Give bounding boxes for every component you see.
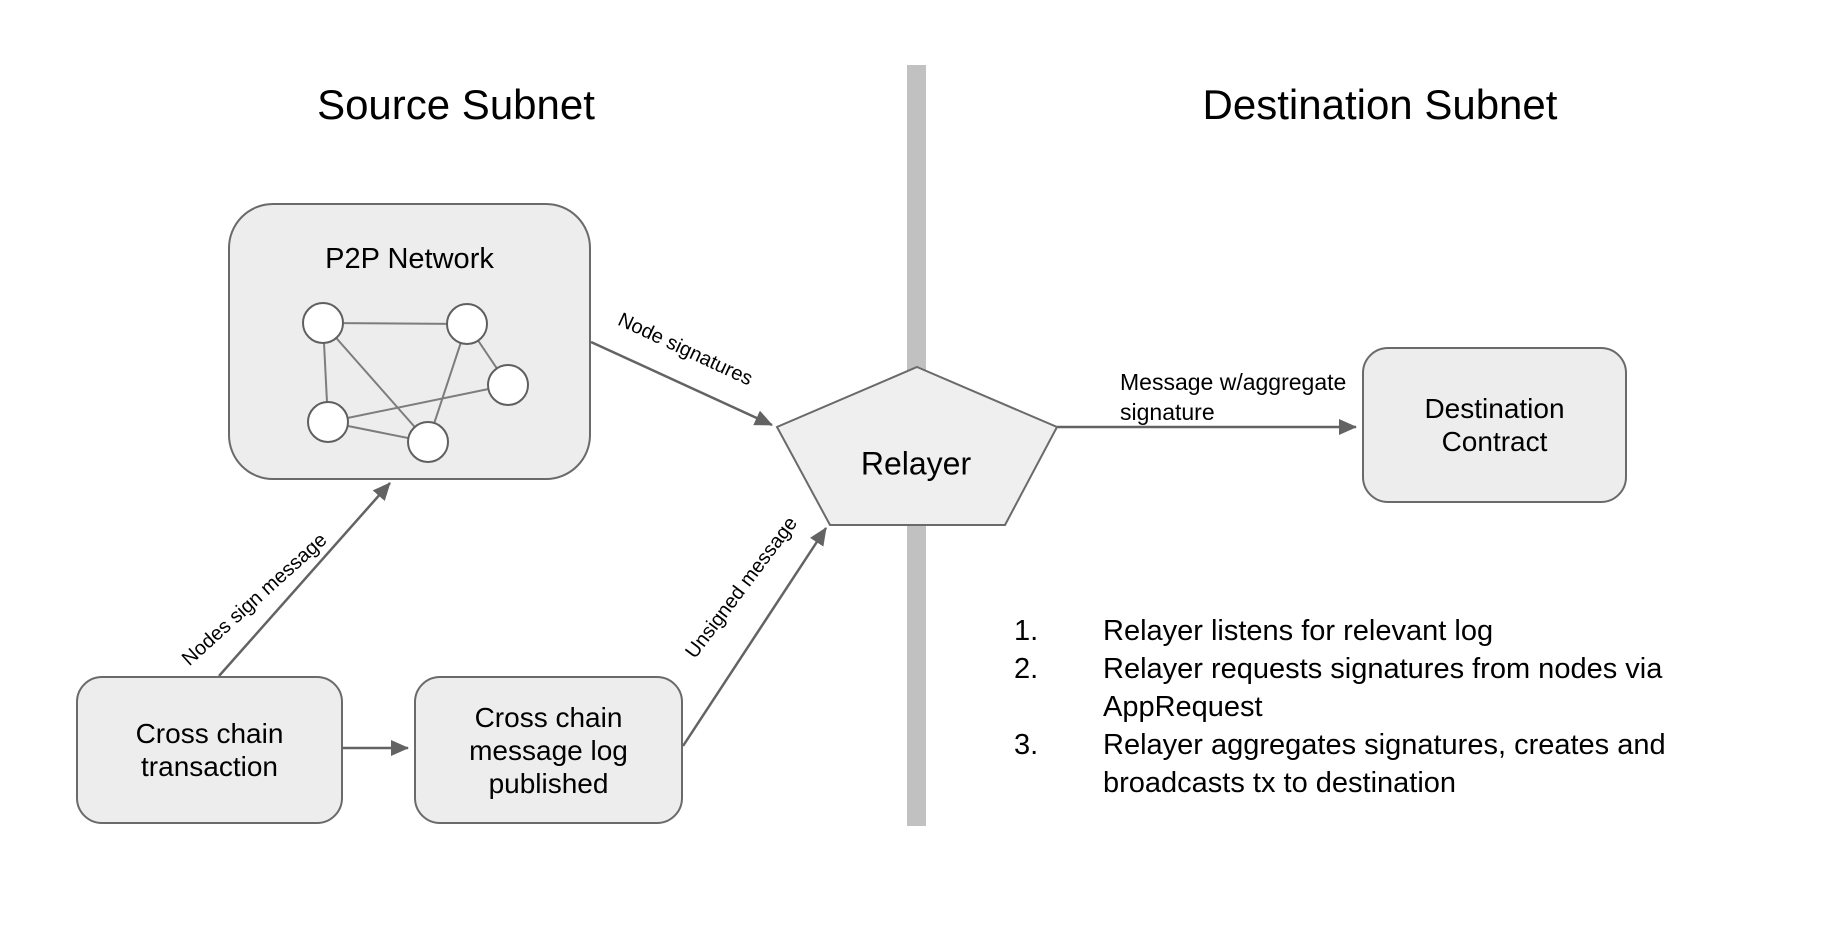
destination-contract-label-line2: Contract <box>1441 426 1548 457</box>
source-subnet-title: Source Subnet <box>317 81 595 128</box>
step-text: Relayer listens for relevant log <box>1103 615 1494 647</box>
cross-chain-transaction-label-line2: transaction <box>141 751 278 782</box>
message-log-label-line2: message log <box>469 734 628 766</box>
step-number: 3. <box>1014 729 1039 761</box>
cross-chain-transaction-box: Cross chain transaction <box>76 676 343 824</box>
destination-subnet-title: Destination Subnet <box>1202 81 1558 128</box>
relayer-steps-list: 1. Relayer listens for relevant log 2. R… <box>1014 612 1754 802</box>
step-number: 1. <box>1014 615 1039 647</box>
p2p-network-label: P2P Network <box>325 243 494 275</box>
edge-label-message-aggregate-line1: Message w/aggregate <box>1120 369 1347 395</box>
destination-contract-box: Destination Contract <box>1362 347 1627 503</box>
p2p-network-box: P2P Network <box>228 203 591 480</box>
relayer-label: Relayer <box>860 445 972 482</box>
list-item: 3. Relayer aggregates signatures, create… <box>1014 726 1754 802</box>
list-item: 2. Relayer requests signatures from node… <box>1014 650 1754 726</box>
message-log-label-line1: Cross chain <box>474 701 623 733</box>
cross-chain-transaction-label-line1: Cross chain <box>135 718 284 749</box>
destination-contract-label-line1: Destination <box>1424 393 1565 424</box>
edge-label-message-aggregate: Message w/aggregate signature <box>1120 367 1346 427</box>
arrow-transaction-to-p2p <box>218 482 391 677</box>
list-item: 1. Relayer listens for relevant log <box>1014 612 1754 650</box>
step-text: Relayer requests signatures from nodes v… <box>1103 653 1663 723</box>
edge-label-unsigned-message: Unsigned message <box>681 512 802 663</box>
edge-label-nodes-sign-message: Nodes sign message <box>177 528 332 671</box>
edge-label-node-signatures: Node signatures <box>614 308 756 391</box>
step-number: 2. <box>1014 653 1039 685</box>
edge-label-message-aggregate-line2: signature <box>1120 399 1215 425</box>
message-log-label-line3: published <box>488 767 609 799</box>
cross-chain-message-log-box: Cross chain message log published <box>414 676 683 824</box>
step-text: Relayer aggregates signatures, creates a… <box>1103 729 1666 799</box>
